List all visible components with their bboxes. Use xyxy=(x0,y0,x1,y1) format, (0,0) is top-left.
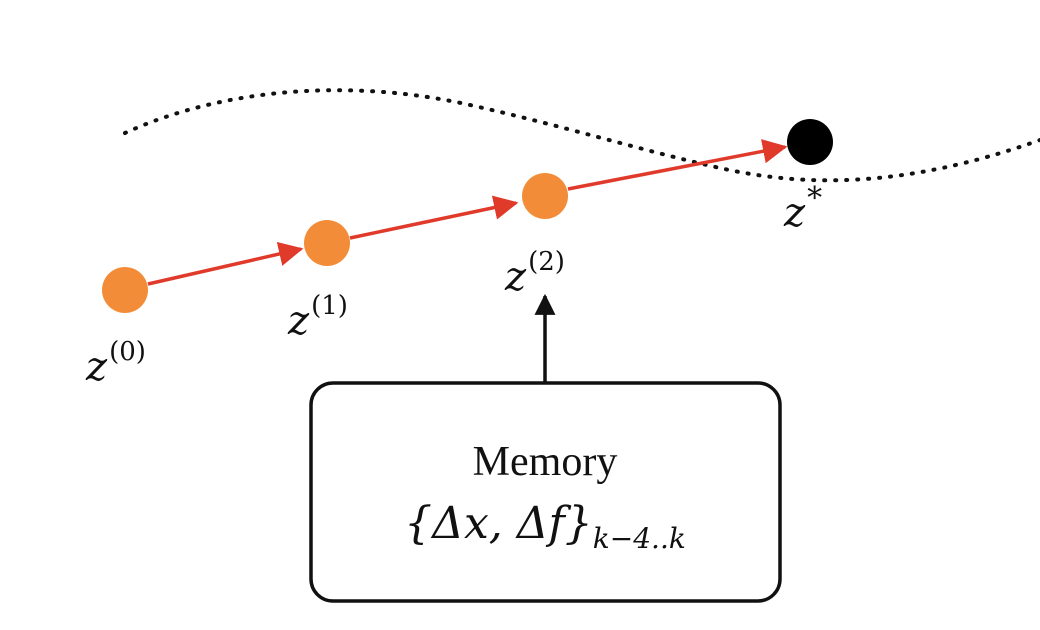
iterate-point-1 xyxy=(304,220,350,266)
step-arrow-2-star xyxy=(567,139,788,191)
solution-point xyxy=(787,119,833,165)
step-arrow-0-1 xyxy=(147,241,304,286)
iterate-point-2 xyxy=(522,173,568,219)
iterate-label-0: z(0) xyxy=(85,337,146,390)
memory-title: Memory xyxy=(473,439,618,485)
step-arrow-1-2 xyxy=(349,195,519,240)
memory-formula: {Δx, Δf}k−4..k xyxy=(404,498,686,555)
iterate-label-2: z(2) xyxy=(504,247,565,300)
solution-label: z* xyxy=(783,181,822,236)
solution-curve xyxy=(123,88,1040,183)
iterate-label-1: z(1) xyxy=(287,291,348,344)
memory-box xyxy=(309,381,782,603)
iterate-point-0 xyxy=(102,267,148,313)
